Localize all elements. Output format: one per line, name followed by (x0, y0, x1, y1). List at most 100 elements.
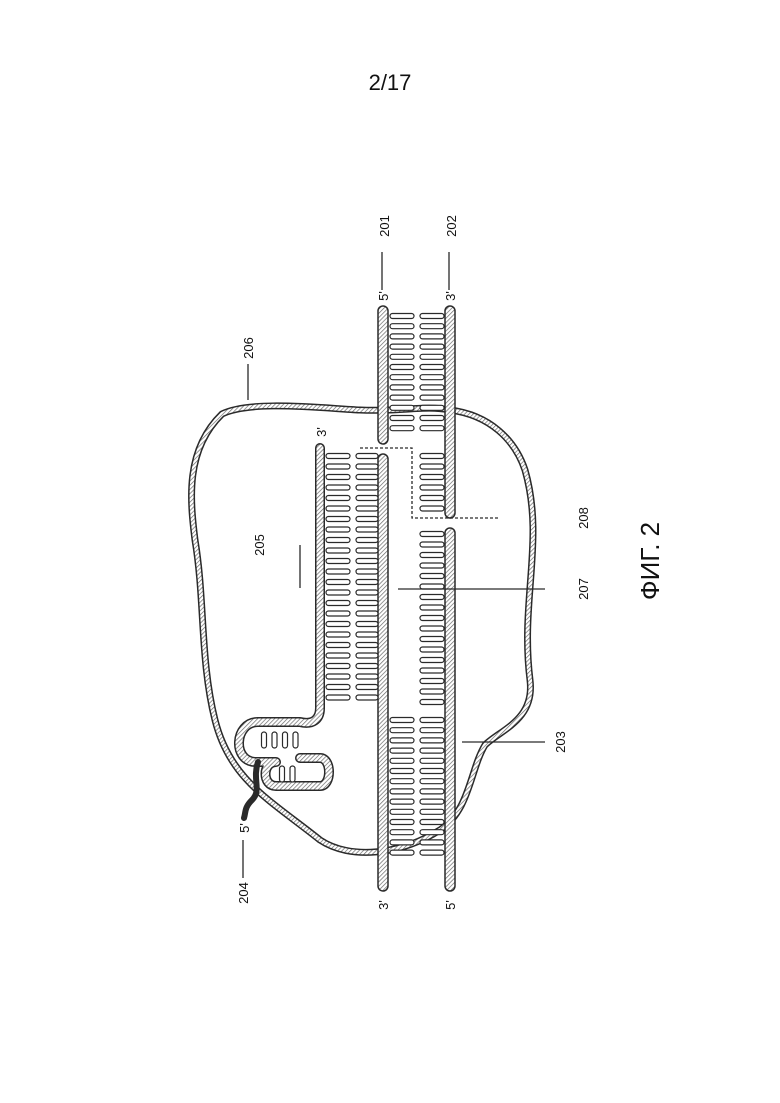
rung-202 (420, 668, 444, 673)
rung-205-pair (356, 496, 378, 501)
rung-202 (420, 700, 444, 705)
rung-202 (420, 850, 444, 855)
protein-206-outline (192, 406, 533, 852)
end-3prime-202-top: 3' (443, 291, 458, 301)
rung-205 (326, 548, 350, 553)
rung-202 (420, 314, 444, 319)
rung-202 (420, 658, 444, 663)
rung-205-pair (356, 664, 378, 669)
rung-202 (420, 758, 444, 763)
label-206: 206 (241, 337, 256, 359)
figure-caption: ФИГ. 2 (635, 522, 665, 600)
rung-202 (420, 616, 444, 621)
rung-201 (390, 809, 414, 814)
rung-201 (390, 748, 414, 753)
rung-202 (420, 553, 444, 558)
rung-205-pair (356, 475, 378, 480)
rung-201 (390, 779, 414, 784)
rung-202 (420, 375, 444, 380)
rung-201 (390, 314, 414, 319)
rung-202 (420, 679, 444, 684)
label-202: 202 (444, 215, 459, 237)
end-5prime-201-top: 5' (376, 291, 391, 301)
rung-202 (420, 454, 444, 459)
rung-202 (420, 464, 444, 469)
rung-201 (390, 769, 414, 774)
end-3prime-201-bottom: 3' (376, 900, 391, 910)
rung-202 (420, 365, 444, 370)
rung-205 (326, 674, 350, 679)
rung-205 (326, 559, 350, 564)
rung-202 (420, 426, 444, 431)
rung-hairpin (283, 732, 288, 748)
rung-202 (420, 738, 444, 743)
rung-hairpin (262, 732, 267, 748)
rung-205-pair (356, 559, 378, 564)
rung-202 (420, 506, 444, 511)
rung-202 (420, 637, 444, 642)
rung-202 (420, 344, 444, 349)
end-5prime-202-bottom: 5' (443, 900, 458, 910)
rung-hairpin (290, 766, 295, 782)
rung-202 (420, 626, 444, 631)
rung-202 (420, 334, 444, 339)
rung-205-pair (356, 611, 378, 616)
rung-201 (390, 850, 414, 855)
rung-202 (420, 840, 444, 845)
strand-201-upper (378, 306, 388, 444)
rung-205 (326, 569, 350, 574)
rung-202 (420, 475, 444, 480)
rung-202 (420, 416, 444, 421)
rung-201 (390, 738, 414, 743)
rung-205-pair (356, 517, 378, 522)
rung-202 (420, 385, 444, 390)
strand-202-upper (445, 306, 455, 518)
strand-201-lower (378, 454, 388, 891)
label-204: 204 (236, 882, 251, 904)
rung-202 (420, 395, 444, 400)
rung-205-pair (356, 569, 378, 574)
rung-205 (326, 454, 350, 459)
rung-201 (390, 820, 414, 825)
rung-205-pair (356, 643, 378, 648)
rung-202 (420, 779, 444, 784)
base-pair-rungs (262, 314, 445, 856)
rung-201 (390, 789, 414, 794)
rung-205-pair (356, 548, 378, 553)
rung-hairpin (280, 766, 285, 782)
rung-205-pair (356, 580, 378, 585)
rung-205 (326, 695, 350, 700)
rung-202 (420, 647, 444, 652)
rung-201 (390, 830, 414, 835)
rung-205-pair (356, 632, 378, 637)
rung-205 (326, 643, 350, 648)
rung-205-pair (356, 464, 378, 469)
rung-205-pair (356, 622, 378, 627)
rung-205 (326, 475, 350, 480)
rung-202 (420, 584, 444, 589)
rung-205 (326, 496, 350, 501)
rung-205 (326, 464, 350, 469)
rung-201 (390, 334, 414, 339)
rung-201 (390, 405, 414, 410)
rung-205 (326, 517, 350, 522)
rung-202 (420, 605, 444, 610)
rung-hairpin (293, 732, 298, 748)
rung-205 (326, 632, 350, 637)
label-207: 207 (576, 578, 591, 600)
rung-205 (326, 506, 350, 511)
rung-201 (390, 365, 414, 370)
label-203: 203 (553, 731, 568, 753)
rung-202 (420, 485, 444, 490)
rung-205 (326, 622, 350, 627)
rung-202 (420, 789, 444, 794)
rung-201 (390, 354, 414, 359)
rung-201 (390, 416, 414, 421)
rung-205 (326, 580, 350, 585)
rung-201 (390, 395, 414, 400)
rung-205 (326, 538, 350, 543)
rung-202 (420, 563, 444, 568)
rung-202 (420, 574, 444, 579)
